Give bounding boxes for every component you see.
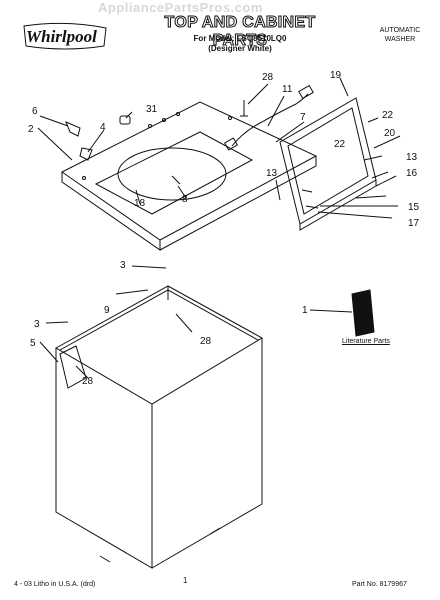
callout: 4 — [100, 122, 106, 133]
tub-ring — [117, 147, 227, 201]
literature-parts-label: Literature Parts — [342, 338, 390, 345]
callout: 1 — [302, 305, 308, 316]
callout: 8 — [182, 194, 188, 205]
callout: 18 — [134, 198, 146, 209]
model-info: For Model: LSQ8510LQ0 (Designer White) — [140, 34, 340, 54]
callout: 13 — [266, 168, 278, 179]
literature-booklet — [351, 289, 375, 337]
callout: 11 — [282, 84, 293, 95]
model-variant: (Designer White) — [208, 44, 272, 53]
print-info: 4 - 03 Litho in U.S.A. (drd) — [14, 581, 96, 588]
callout: 13 — [406, 152, 418, 163]
page-title: TOP AND CABINET PARTS — [164, 14, 316, 50]
callout: 28 — [262, 72, 274, 83]
hinge-bracket — [65, 121, 81, 137]
callout: 5 — [30, 338, 36, 349]
washer-top-front-lip — [61, 172, 161, 251]
page-number: 1 — [183, 576, 188, 585]
callout: 3 — [34, 319, 40, 330]
callout-numbers: 28 11 19 6 31 4 2 7 22 20 22 13 16 13 15… — [28, 70, 420, 387]
watermark-text: AppliancePartsPros.com — [98, 0, 263, 15]
callout: 17 — [408, 218, 420, 229]
callout: 28 — [200, 336, 212, 347]
callout: 31 — [146, 104, 158, 115]
brand-logo-text: Whirlpool — [26, 27, 97, 46]
callout: 28 — [82, 376, 94, 387]
callout: 22 — [382, 110, 394, 121]
wire-harness — [231, 93, 309, 147]
model-number: For Model: LSQ8510LQ0 — [193, 34, 287, 43]
part-number: Part No. 8179967 — [352, 581, 407, 588]
callout: 22 — [334, 139, 346, 150]
washer-lid — [279, 97, 377, 225]
callout: 16 — [406, 168, 418, 179]
product-type: AUTOMATIC WASHER — [365, 26, 435, 44]
callout: 19 — [330, 70, 342, 81]
callout: 7 — [300, 112, 306, 123]
cabinet-label — [59, 345, 87, 389]
callout: 15 — [408, 202, 420, 213]
lid-opening — [94, 131, 254, 215]
callout: 2 — [28, 124, 34, 135]
callout: 3 — [120, 260, 126, 271]
callout: 20 — [384, 128, 396, 139]
callout: 9 — [104, 305, 110, 316]
brand-logo-badge — [23, 22, 107, 50]
product-type-line1: AUTOMATIC — [379, 27, 421, 34]
callout: 6 — [32, 106, 38, 117]
product-type-line2: WASHER — [384, 36, 416, 43]
